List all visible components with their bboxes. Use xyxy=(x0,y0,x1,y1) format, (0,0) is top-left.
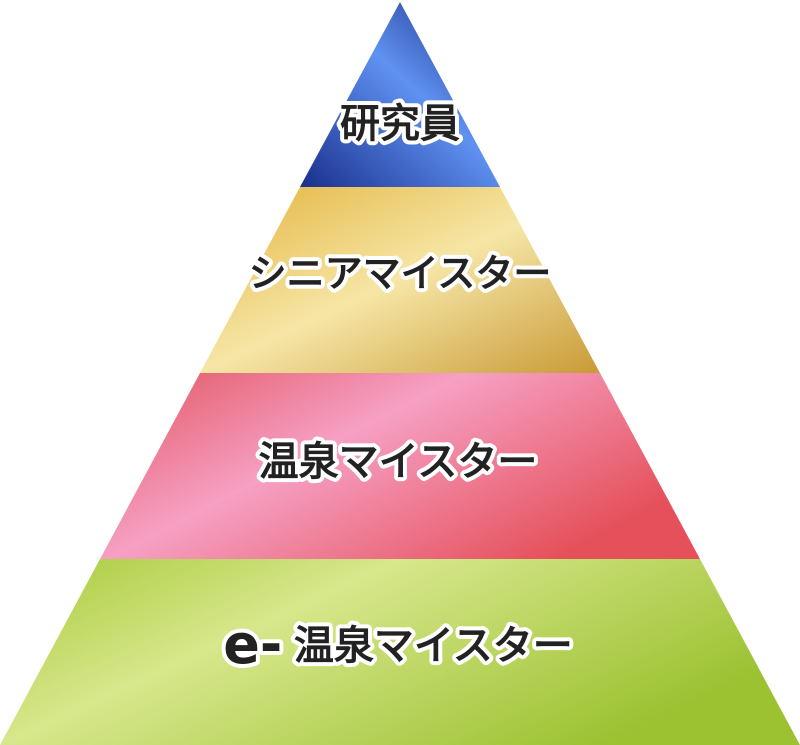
tier-senior-meister xyxy=(200,187,600,373)
tier-label-senior-meister: シニアマイスター xyxy=(249,252,552,296)
tier-onsen-meister xyxy=(100,373,700,559)
tier-label-e-onsen-main: 温泉マイスター xyxy=(294,623,573,669)
tier-prefix-e: e- xyxy=(223,613,282,676)
tier-label-onsen-meister: 温泉マイスター xyxy=(259,439,538,485)
tier-e-onsen-meister xyxy=(0,559,800,745)
tier-researcher xyxy=(300,2,500,187)
tier-label-e-onsen-meister: e- 温泉マイスター xyxy=(223,613,572,676)
tier-label-researcher: 研究員 xyxy=(340,101,460,147)
